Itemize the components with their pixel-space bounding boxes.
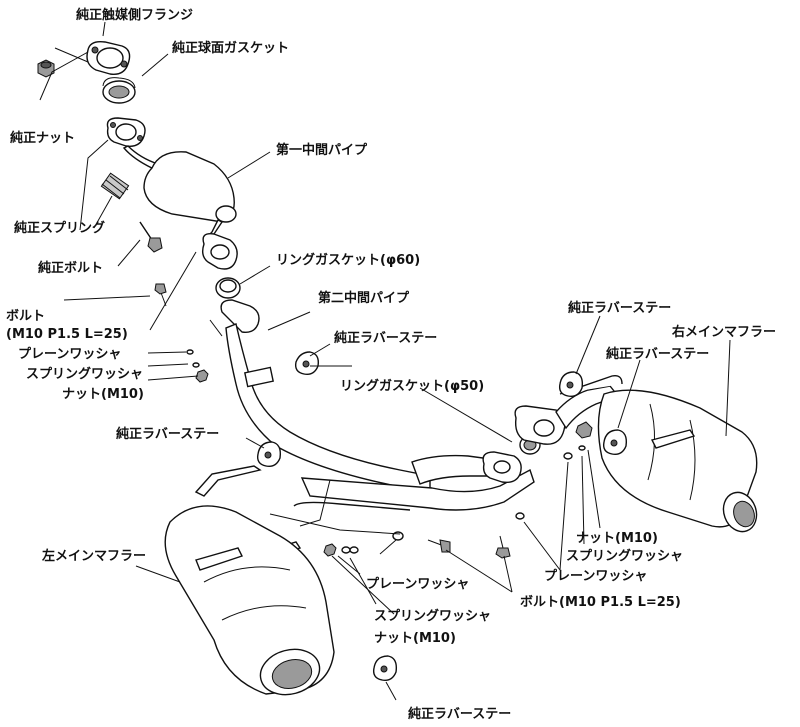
leader-lines	[39, 21, 731, 701]
label-rubber-stay-right: 純正ラバーステー	[606, 346, 709, 362]
label-ring-gasket-60: リングガスケット(φ60)	[276, 252, 420, 268]
label-plain-washer-right: プレーンワッシャ	[544, 569, 647, 584]
label-rubber-stay-left: 純正ラバーステー	[116, 426, 219, 442]
ball-gasket-part	[102, 77, 136, 104]
label-oem-ball-gasket: 純正球面ガスケット	[172, 40, 289, 56]
label-rubber-stay-right-top: 純正ラバーステー	[568, 300, 671, 316]
label-spring-washer-right: スプリングワッシャ	[566, 548, 683, 564]
ring-gasket-60-part	[215, 277, 241, 299]
left-main-muffler-part	[164, 505, 335, 696]
label-bolt-line2: (M10 P1.5 L=25)	[6, 327, 128, 342]
oem-nut-part	[37, 59, 55, 78]
rubber-stay-right-part	[602, 429, 628, 456]
label-nut-m10-bottom: ナット(M10)	[374, 631, 456, 646]
oem-bolt-part	[139, 221, 163, 253]
second-mid-pipe-part	[220, 299, 535, 511]
label-spring-washer-bottom: スプリングワッシャ	[374, 608, 491, 624]
label-first-mid-pipe: 第一中間パイプ	[276, 142, 368, 158]
label-spring-washer-left: スプリングワッシャ	[26, 366, 143, 382]
label-rubber-stay-bottom: 純正ラバーステー	[408, 706, 511, 722]
label-oem-spring: 純正スプリング	[14, 220, 105, 236]
label-oem-cat-flange: 純正触媒側フランジ	[76, 7, 193, 23]
label-bolt-bottom: ボルト(M10 P1.5 L=25)	[520, 594, 681, 610]
bottom-fasteners-part	[323, 531, 451, 557]
label-right-main-muffler: 右メインマフラー	[671, 324, 776, 340]
rubber-stay-right-top-part	[558, 371, 584, 398]
first-pipe-outlet-flange-part	[201, 233, 238, 270]
label-oem-nut: 純正ナット	[10, 130, 75, 146]
oem-spring-part	[100, 172, 130, 200]
label-nut-m10-right: ナット(M10)	[576, 531, 658, 546]
label-plain-washer-left: プレーンワッシャ	[18, 347, 121, 362]
right-fasteners-part	[495, 421, 593, 559]
first-mid-pipe-part	[122, 145, 237, 245]
label-ring-gasket-50: リングガスケット(φ50)	[340, 378, 484, 394]
rubber-stay-bottom-part	[372, 655, 398, 682]
label-bolt-line1: ボルト	[6, 308, 45, 324]
left-fasteners-part	[186, 349, 209, 383]
bolt-left-part	[154, 283, 167, 307]
label-nut-m10-left: ナット(M10)	[62, 387, 144, 402]
label-plain-washer-bottom: プレーンワッシャ	[366, 577, 469, 592]
label-oem-bolt: 純正ボルト	[38, 260, 103, 276]
first-pipe-flange-part	[106, 117, 146, 147]
label-second-mid-pipe: 第二中間パイプ	[318, 290, 410, 306]
rubber-stay-mid-part	[294, 351, 320, 376]
right-main-muffler-part	[597, 389, 758, 533]
label-left-main-muffler: 左メインマフラー	[42, 548, 146, 564]
rubber-stay-left-part	[256, 441, 282, 468]
cat-flange-part	[86, 40, 131, 75]
label-rubber-stay-mid: 純正ラバーステー	[334, 330, 437, 346]
labels: 純正触媒側フランジ 純正球面ガスケット 純正ナット 第一中間パイプ 純正スプリン…	[6, 7, 776, 722]
